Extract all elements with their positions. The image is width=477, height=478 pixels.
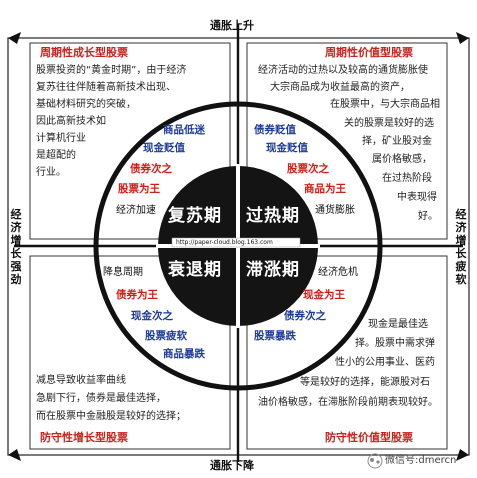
desc-bottom-left-line: 减息导致收益率曲线 — [36, 375, 126, 386]
desc-top-right-line: 好。 — [418, 211, 438, 222]
item-commodity-king: 商品为王 — [304, 183, 346, 195]
desc-top-left-line: 行业。 — [36, 167, 66, 178]
desc-bottom-right-line: 油价格敏感，在滞胀阶段前期表现较好。 — [258, 397, 438, 408]
item-cash-depreciation: 现金贬值 — [266, 142, 308, 154]
quadrant-box-top-left — [29, 42, 231, 240]
item-stocks-crash: 股票暴跌 — [254, 330, 296, 342]
item-commodity-weak: 商品低迷 — [163, 124, 205, 136]
title-top-left: 周期性成长型股票 — [40, 46, 128, 59]
quadrant-box-top-right — [246, 42, 448, 240]
arrow-bottom-left-icon — [8, 449, 21, 461]
desc-top-left-line: 复苏往往伴随着高新技术出现、 — [36, 82, 176, 93]
item-cash-second: 现金次之 — [131, 310, 173, 322]
desc-top-left-line: 因此高新技术如 — [36, 116, 106, 127]
quadrant-box-bottom-left — [29, 255, 231, 450]
item-cash-depreciation: 现金贬值 — [143, 142, 185, 154]
outer-ring — [93, 101, 383, 391]
axis-label-bottom: 通胀下降 — [210, 459, 254, 472]
item-bond-depreciation: 债券贬值 — [254, 124, 296, 136]
phase-stagflation: 滞涨期 — [246, 260, 300, 280]
desc-top-right-line: 中表现得 — [397, 192, 437, 203]
item-bonds-king: 债券为王 — [116, 289, 158, 301]
arrow-bottom-right-icon — [456, 449, 469, 461]
source-url: http://paper-cloud.blog.163.com — [176, 238, 273, 246]
desc-bottom-right-line: 性小的公用事业、医药 — [335, 357, 435, 368]
desc-bottom-right-line: 现金是最佳选 — [368, 319, 428, 330]
axis-label-top: 通胀上升 — [210, 19, 254, 32]
desc-top-left-line: 是超配的 — [36, 150, 76, 161]
axis-label-left: 经济增长强劲 — [10, 208, 22, 286]
desc-top-left-line: 计算机行业 — [36, 133, 86, 144]
desc-top-left-line: 股票投资的“黄金时期”，由于经济 — [36, 65, 187, 76]
item-commodity-crash: 商品暴跌 — [163, 348, 205, 360]
desc-top-right-line: 择，矿业股对金 — [362, 136, 432, 147]
item-bonds-second: 债券次之 — [130, 163, 172, 175]
watermark: 微信号:dmercn — [385, 455, 457, 466]
item-economic-crisis: 经济危机 — [318, 267, 358, 278]
desc-top-right-line: 大宗商品成为收益最高的资产， — [270, 82, 410, 93]
desc-top-right-line: 经济活动的过热以及较高的通货膨胀使 — [258, 65, 428, 76]
item-inflation: 通货膨胀 — [315, 205, 355, 216]
item-bonds-second: 债券次之 — [284, 310, 326, 322]
wechat-icon — [367, 453, 383, 469]
phase-recession: 衰退期 — [168, 260, 222, 280]
desc-bottom-left-line: 急剧下行，债券是最佳选择， — [36, 393, 166, 404]
desc-top-right-line: 在股票中，与大宗商品相 — [330, 99, 440, 110]
title-bottom-right: 防守性价值型股票 — [325, 431, 413, 444]
item-rate-cut-cycle: 降息周期 — [103, 267, 143, 278]
phase-recovery: 复苏期 — [168, 206, 222, 226]
item-cash-king: 现金为王 — [303, 289, 345, 301]
desc-top-right-line: 在过热阶段 — [382, 173, 432, 184]
axis-label-right: 经济增长疲软 — [455, 208, 467, 286]
item-economy-accelerating: 经济加速 — [116, 205, 156, 216]
item-stocks-king: 股票为王 — [118, 183, 160, 195]
arrow-top-right-icon — [456, 32, 469, 44]
desc-top-left-line: 基础材料研究的突破， — [36, 99, 136, 110]
desc-bottom-right-line: 择。股票中需求弹 — [355, 338, 435, 349]
quadrant-box-bottom-right — [246, 255, 448, 450]
url-strip — [171, 237, 301, 248]
arrow-top-left-icon — [8, 32, 21, 44]
desc-top-right-line: 属价格敏感， — [372, 154, 432, 165]
desc-bottom-right-line: 等是较好的选择，能源股对石 — [300, 377, 430, 388]
phase-overheat: 过热期 — [246, 206, 300, 226]
title-bottom-left: 防守性增长型股票 — [40, 431, 128, 444]
title-top-right: 周期性价值型股票 — [325, 46, 413, 59]
desc-top-right-line: 关的股票是较好的选 — [344, 118, 434, 129]
desc-bottom-left-line: 而在股票中金融股是较好的选择； — [36, 411, 186, 422]
item-stocks-weak: 股票疲软 — [145, 330, 187, 342]
item-stocks-second: 股票次之 — [287, 163, 329, 175]
